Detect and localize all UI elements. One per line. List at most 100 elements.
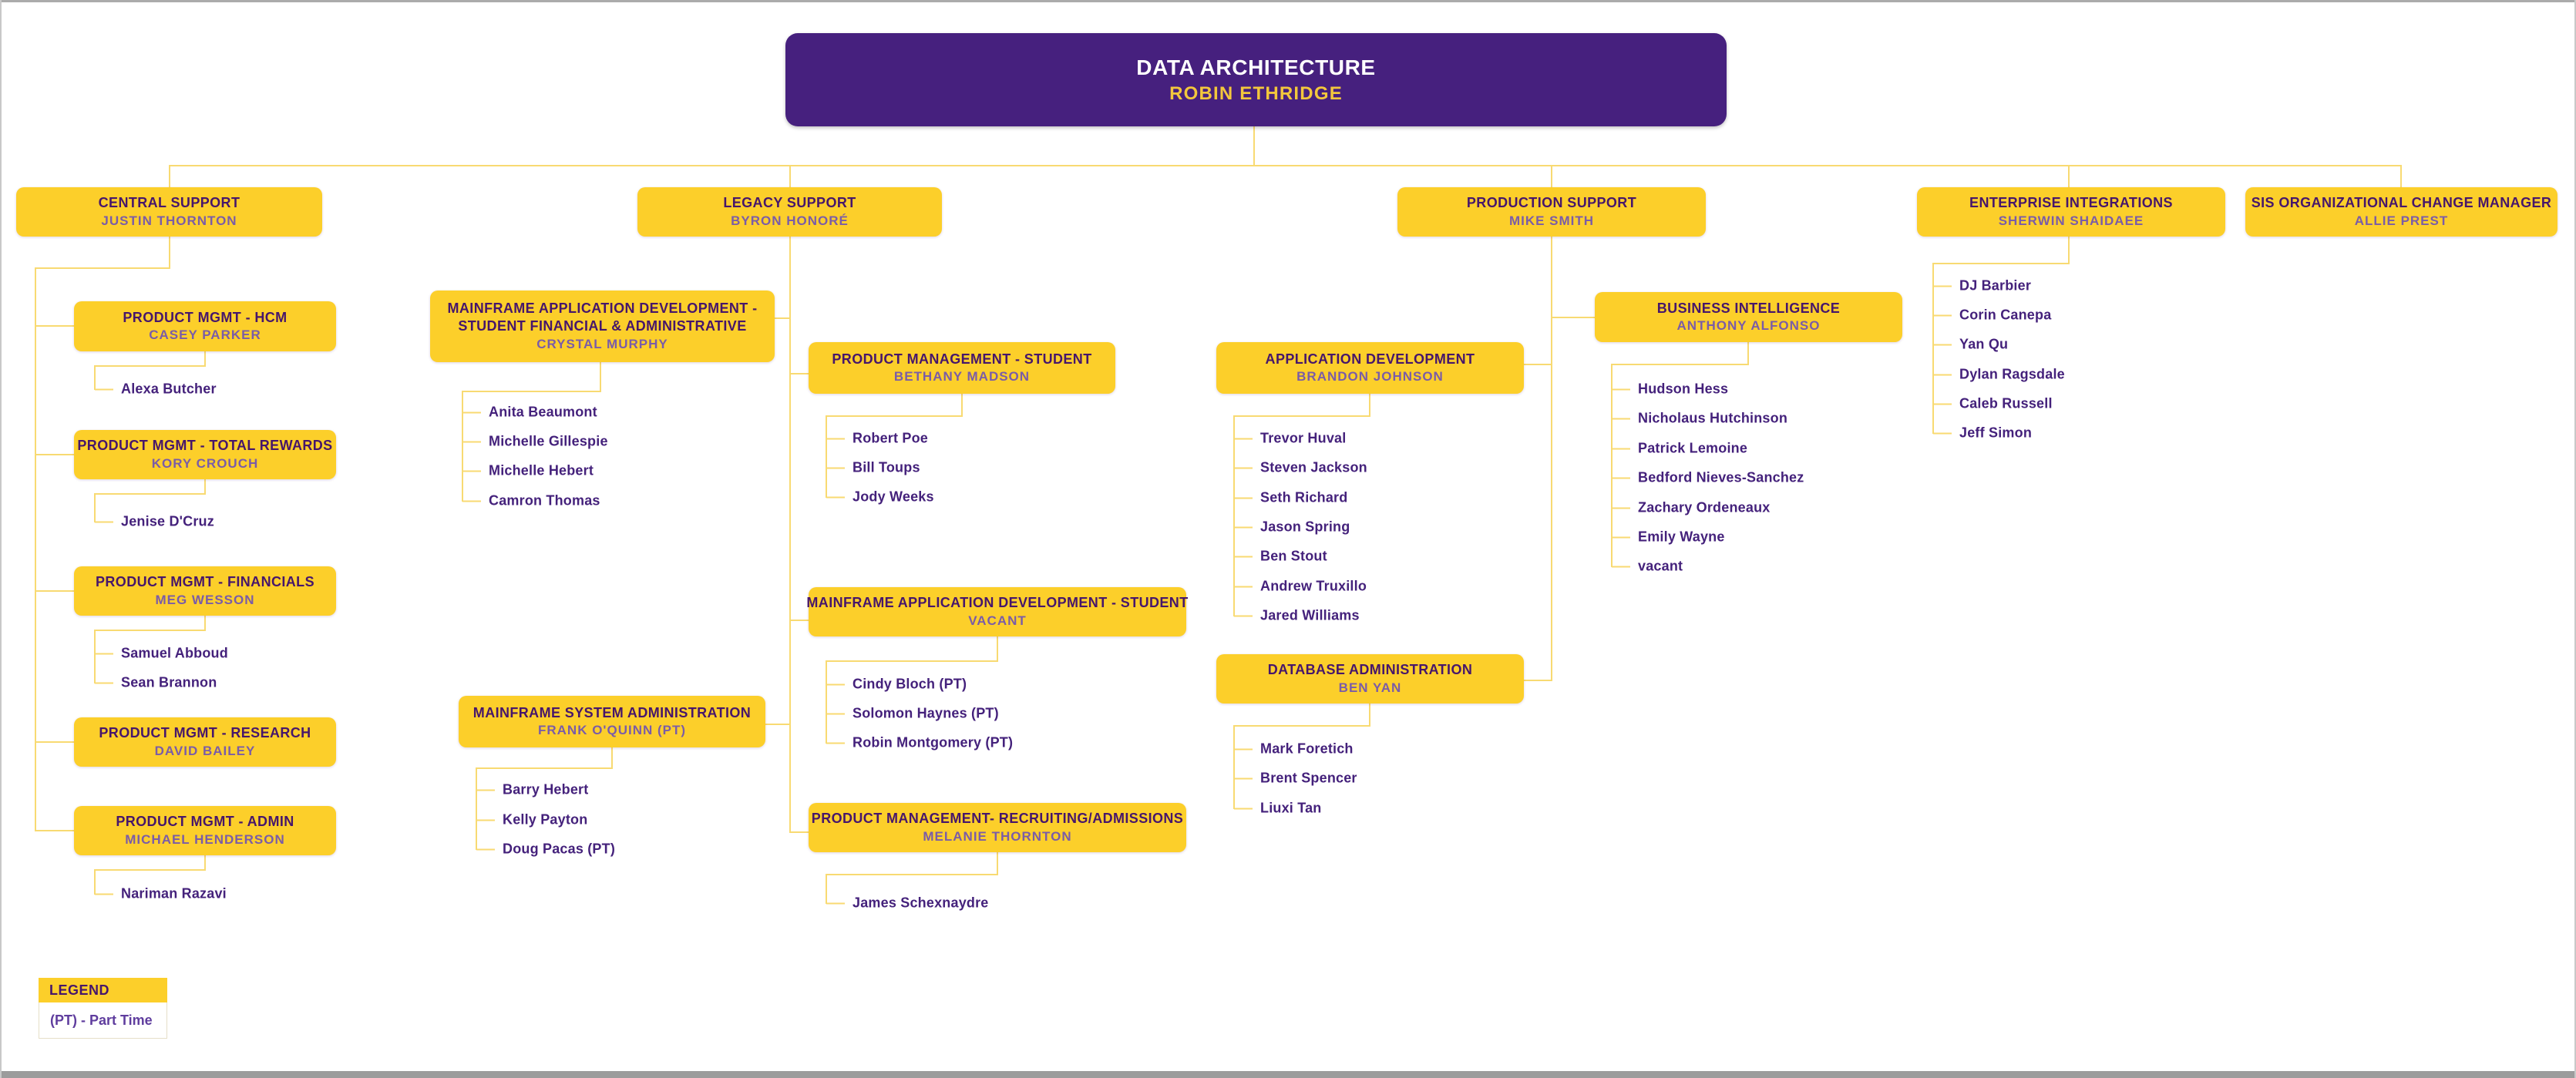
connector-line — [1747, 342, 1749, 365]
legend-header: LEGEND — [39, 978, 167, 1002]
org-node-manager: CRYSTAL MURPHY — [536, 336, 668, 351]
org-node-manager: CASEY PARKER — [149, 327, 261, 343]
org-node-title: PRODUCT MANAGEMENT- RECRUITING/ADMISSION… — [811, 811, 1184, 827]
connector-line — [1932, 263, 1934, 434]
connector-line — [35, 267, 36, 831]
connector-line — [204, 351, 206, 367]
member-name: DJ Barbier — [1933, 278, 2031, 294]
org-node-manager: MEG WESSON — [155, 592, 255, 607]
connector-line — [1551, 237, 1552, 681]
connector-line — [2068, 165, 2070, 187]
member-name: Liuxi Tan — [1234, 801, 1321, 817]
member-name: James Schexnaydre — [826, 895, 989, 912]
org-node-manager: BRANDON JOHNSON — [1296, 369, 1444, 385]
connector-line — [94, 493, 206, 495]
connector-line — [2068, 237, 2070, 264]
member-name: Barry Hebert — [476, 782, 588, 798]
member-name: Michelle Gillespie — [462, 434, 608, 450]
connector-line — [1233, 415, 1370, 417]
legend-body: (PT) - Part Time — [39, 1002, 167, 1039]
connector-line — [611, 747, 613, 769]
org-node-title: SIS ORGANIZATIONAL CHANGE MANAGER — [2251, 195, 2552, 211]
org-node-central-support: CENTRAL SUPPORT JUSTIN THORNTON — [16, 187, 322, 237]
connector-line — [789, 831, 810, 833]
org-node-product-management-student: PRODUCT MANAGEMENT - STUDENT BETHANY MAD… — [809, 342, 1115, 394]
org-node-data-architecture: DATA ARCHITECTURE ROBIN ETHRIDGE — [785, 33, 1727, 126]
member-name: Seth Richard — [1234, 490, 1347, 506]
connector-line — [35, 741, 74, 743]
org-node-legacy-support: LEGACY SUPPORT BYRON HONORÉ — [637, 187, 942, 237]
member-name: vacant — [1612, 559, 1683, 575]
connector-line — [94, 365, 206, 367]
member-name: Brent Spencer — [1234, 771, 1357, 787]
org-node-manager: BYRON HONORÉ — [731, 213, 849, 228]
member-name: Sean Brannon — [95, 675, 217, 691]
org-node-manager: JUSTIN THORNTON — [101, 213, 237, 228]
org-node-title: APPLICATION DEVELOPMENT — [1265, 351, 1475, 367]
connector-line — [1369, 704, 1370, 727]
member-name: Yan Qu — [1933, 337, 2008, 353]
connector-line — [997, 636, 998, 662]
org-node-manager: MIKE SMITH — [1508, 213, 1595, 228]
member-name: Kelly Payton — [476, 812, 587, 828]
connector-line — [789, 620, 810, 621]
connector-line — [789, 165, 791, 187]
org-node-manager: VACANT — [968, 613, 1027, 628]
org-node-manager: MELANIE THORNTON — [923, 828, 1072, 844]
legend-title: LEGEND — [49, 982, 110, 998]
connector-line — [1523, 680, 1552, 681]
org-node-manager: ANTHONY ALFONSO — [1676, 318, 1821, 334]
connector-line — [476, 767, 477, 850]
connector-line — [1233, 725, 1235, 809]
window-frame-left — [0, 0, 2, 1078]
org-node-product-mgmt-hcm: PRODUCT MGMT - HCM CASEY PARKER — [74, 301, 336, 351]
member-name: Samuel Abboud — [95, 646, 228, 662]
org-node-title: PRODUCTION SUPPORT — [1466, 195, 1637, 211]
org-node-manager: ALLIE PREST — [2354, 213, 2449, 228]
org-node-business-intelligence: BUSINESS INTELLIGENCE ANTHONY ALFONSO — [1595, 292, 1902, 342]
org-node-manager: MICHAEL HENDERSON — [125, 831, 285, 847]
org-node-product-mgmt-research: PRODUCT MGMT - RESEARCH DAVID BAILEY — [74, 717, 336, 767]
member-name: Alexa Butcher — [95, 381, 217, 398]
org-node-application-development: APPLICATION DEVELOPMENT BRANDON JOHNSON — [1216, 342, 1524, 394]
connector-line — [94, 869, 206, 871]
connector-line — [169, 165, 170, 187]
org-node-manager: KORY CROUCH — [151, 455, 259, 471]
connector-line — [476, 767, 613, 769]
org-node-sis-org-change-manager: SIS ORGANIZATIONAL CHANGE MANAGER ALLIE … — [2245, 187, 2558, 237]
org-node-production-support: PRODUCTION SUPPORT MIKE SMITH — [1397, 187, 1706, 237]
connector-line — [35, 267, 170, 269]
connector-line — [1233, 725, 1370, 727]
connector-line — [1233, 415, 1235, 616]
member-name: Steven Jackson — [1234, 460, 1367, 476]
member-name: Robin Montgomery (PT) — [826, 735, 1013, 751]
member-name: Robert Poe — [826, 431, 928, 447]
org-node-manager: FRANK O'QUINN (PT) — [537, 723, 687, 738]
connector-line — [35, 325, 74, 327]
connector-line — [1611, 364, 1613, 567]
connector-line — [774, 317, 791, 319]
window-frame-right — [2574, 0, 2576, 1078]
member-name: Nicholaus Hutchinson — [1612, 411, 1787, 427]
connector-line — [826, 415, 963, 417]
connector-line — [94, 630, 206, 631]
connector-line — [826, 874, 827, 904]
connector-line — [94, 869, 96, 895]
org-node-manager: DAVID BAILEY — [154, 743, 256, 758]
org-node-title: DATA ARCHITECTURE — [1136, 55, 1376, 79]
member-name: Dylan Ragsdale — [1933, 367, 2065, 383]
connector-line — [765, 724, 791, 725]
member-name: Solomon Haynes (PT) — [826, 706, 999, 722]
org-node-title: MAINFRAME APPLICATION DEVELOPMENT - STUD… — [447, 301, 758, 334]
member-name: Doug Pacas (PT) — [476, 841, 615, 858]
member-name: Trevor Huval — [1234, 431, 1346, 447]
member-name: Andrew Truxillo — [1234, 579, 1367, 595]
org-node-title: CENTRAL SUPPORT — [98, 195, 240, 211]
org-node-title: ENTERPRISE INTEGRATIONS — [1969, 195, 2173, 211]
connector-line — [35, 590, 74, 592]
org-node-mainframe-app-dev-student: MAINFRAME APPLICATION DEVELOPMENT - STUD… — [806, 587, 1188, 636]
member-name: Anita Beaumont — [462, 405, 597, 421]
connector-line — [1369, 394, 1370, 417]
org-node-product-mgmt-admin: PRODUCT MGMT - ADMIN MICHAEL HENDERSON — [74, 806, 336, 855]
